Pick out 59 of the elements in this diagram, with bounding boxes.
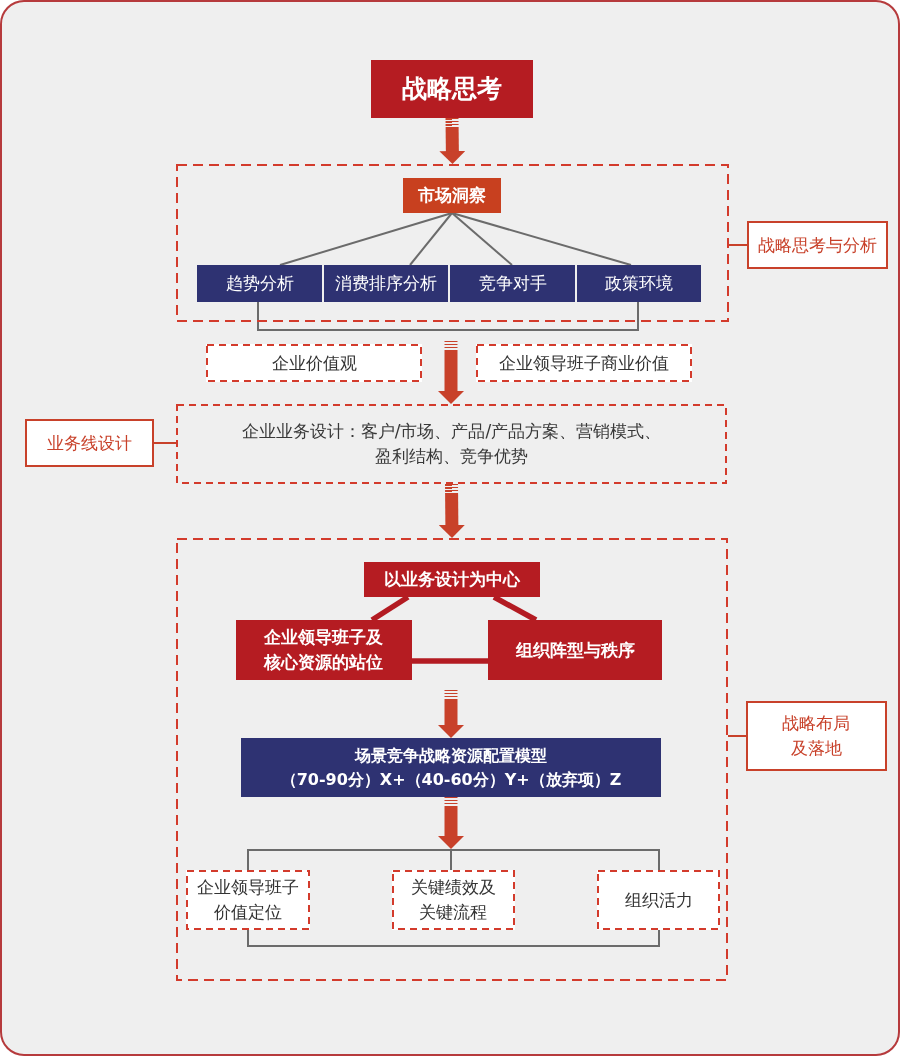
label-text: 组织活力: [624, 888, 693, 912]
title-banner: [371, 60, 533, 118]
side-label-text: 战略布局及落地: [781, 712, 852, 760]
side-label-box: [746, 701, 887, 771]
label-text: 政策环境: [605, 272, 673, 296]
dashed-box: [597, 870, 720, 930]
connector-line: [450, 850, 452, 871]
label-text: 企业价值观: [271, 351, 357, 375]
label-text: 企业领导班子商业价值: [499, 351, 669, 375]
connector-line: [412, 658, 488, 664]
category-box: [577, 265, 701, 302]
connector-line: [247, 850, 249, 871]
category-box: [197, 265, 322, 302]
label-text: 关键绩效及关键流程: [410, 876, 497, 924]
label-text: 市场洞察: [418, 184, 486, 208]
connector-line: [409, 212, 453, 266]
process-box: [403, 178, 501, 213]
dashed-box: [186, 870, 310, 930]
connector-line: [658, 850, 660, 871]
connector-line: [279, 212, 453, 266]
block-arrow: [438, 341, 464, 404]
side-label-box: [747, 221, 888, 269]
label-text: 企业业务设计：客户/市场、产品/产品方案、营销模式、盈利结构、竞争优势: [240, 420, 663, 468]
dashed-box: [392, 870, 515, 930]
connector-line: [728, 244, 748, 246]
category-box: [450, 265, 575, 302]
label-text: 竞争对手: [478, 272, 547, 296]
dashed-box: [476, 344, 692, 382]
block-arrow: [439, 117, 466, 165]
label-text: 以业务设计为中心: [384, 568, 520, 592]
heading-text: 战略思考: [402, 72, 502, 105]
label-text: 企业领导班子价值定位: [196, 876, 300, 924]
dashed-group-frame: [176, 164, 729, 322]
block-arrow: [438, 690, 464, 738]
block-arrow: [438, 797, 464, 849]
process-box: [488, 620, 662, 680]
connector-line: [451, 212, 513, 266]
connector-line: [257, 301, 639, 331]
category-box: [324, 265, 448, 302]
dashed-box: [206, 344, 422, 382]
process-box: [364, 562, 540, 597]
connector-line: [247, 929, 660, 947]
connector-line: [727, 735, 747, 737]
connector-line: [153, 442, 177, 444]
dashed-text-frame: [176, 404, 727, 484]
side-label-box: [25, 419, 154, 467]
dashed-group-frame: [176, 538, 728, 981]
formula-text: （70-90分）X+（40-60分）Y+（放弃项）Z: [280, 768, 622, 791]
label-text: 组织阵型与秩序: [515, 638, 635, 662]
model-title-text: 场景竞争战略资源配置模型: [355, 745, 547, 768]
side-label-text: 战略思考与分析: [758, 233, 877, 257]
label-text: 企业领导班子及核心资源的站位: [262, 626, 385, 674]
block-arrow: [438, 483, 465, 539]
side-label-text: 业务线设计: [47, 431, 132, 455]
process-box: [236, 620, 412, 680]
label-text: 趋势分析: [225, 272, 294, 296]
label-text: 消费排序分析: [335, 272, 437, 296]
model-box: [241, 738, 661, 797]
connector-line: [451, 212, 632, 266]
